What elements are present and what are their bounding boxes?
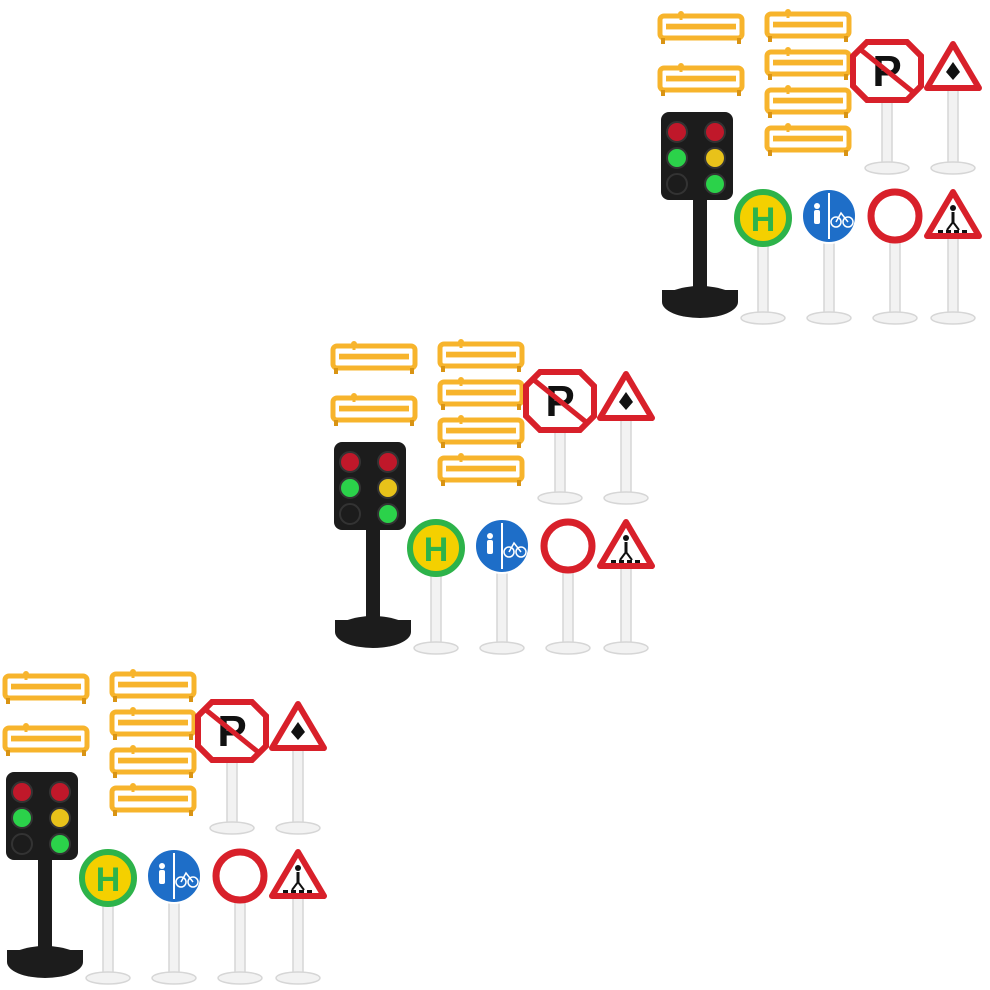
traffic-light-icon <box>334 442 411 648</box>
priority-road-sign-icon <box>269 701 327 835</box>
barrier-icon <box>764 123 852 156</box>
traffic-light-icon <box>661 112 738 318</box>
crosswalk-sign-icon <box>924 189 982 325</box>
barrier-icon <box>437 339 525 372</box>
barrier-icon <box>109 745 197 778</box>
svg-text:H: H <box>751 201 776 239</box>
no-parking-sign-icon: P <box>850 39 924 175</box>
pedestrian-bicycle-sign-icon <box>146 848 202 985</box>
barrier-icon <box>109 783 197 816</box>
pedestrian-bicycle-sign-icon <box>474 518 530 655</box>
no-entry-sign-icon <box>867 188 923 325</box>
bus-stop-sign-icon: H <box>407 519 465 655</box>
barrier-icon <box>437 453 525 486</box>
toy-traffic-set-2: PH <box>328 330 658 660</box>
no-entry-sign-icon <box>540 518 596 655</box>
barrier-icon <box>109 707 197 740</box>
priority-road-sign-icon <box>924 41 982 175</box>
priority-road-sign-icon <box>597 371 655 505</box>
barrier-icon <box>764 85 852 118</box>
toy-traffic-set-1: PH <box>655 0 985 330</box>
barrier-icon <box>109 669 197 702</box>
traffic-light-icon <box>6 772 83 978</box>
barrier-icon <box>437 377 525 410</box>
crosswalk-sign-icon <box>597 519 655 655</box>
barrier-icon <box>437 415 525 448</box>
barrier-icon <box>330 341 418 374</box>
bus-stop-sign-icon: H <box>79 849 137 985</box>
barrier-icon <box>657 63 745 96</box>
no-parking-sign-icon: P <box>523 369 597 505</box>
bus-stop-sign-icon: H <box>734 189 792 325</box>
barrier-icon <box>764 47 852 80</box>
barrier-icon <box>657 11 745 44</box>
barrier-icon <box>764 9 852 42</box>
svg-text:H: H <box>424 531 449 569</box>
barrier-icon <box>330 393 418 426</box>
crosswalk-sign-icon <box>269 849 327 985</box>
no-parking-sign-icon: P <box>195 699 269 835</box>
toy-traffic-set-3: PH <box>0 660 330 990</box>
svg-text:H: H <box>96 861 121 899</box>
barrier-icon <box>2 671 90 704</box>
no-entry-sign-icon <box>212 848 268 985</box>
pedestrian-bicycle-sign-icon <box>801 188 857 325</box>
barrier-icon <box>2 723 90 756</box>
